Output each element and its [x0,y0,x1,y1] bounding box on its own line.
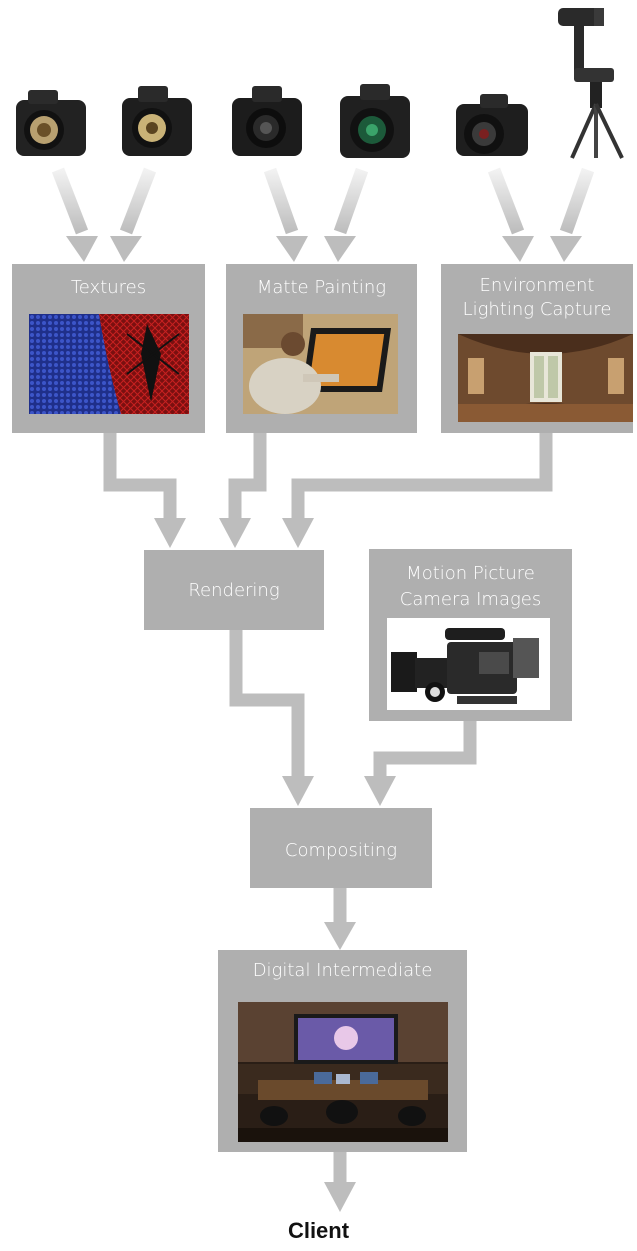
arrowhead-camera2 [110,236,142,262]
dslr-camera-icon [14,86,88,158]
arrow-motion-compositing [373,720,477,780]
arrowhead-compositing-1 [282,776,314,806]
arrow-env-rendering [291,432,553,522]
matte-painting-image [243,314,398,414]
digital-intermediate-node: Digital Intermediate [218,950,467,1152]
dslr-camera-icon [454,92,530,158]
arrowhead-client [324,1182,356,1212]
arrowhead-camera4 [324,236,356,262]
arrow-matte-rendering [228,432,267,522]
arrowhead-camera3 [276,236,308,262]
arrow-camera4-matte [333,167,369,235]
grading-suite-image [238,1002,448,1142]
rendering-node: Rendering [144,550,324,630]
compositing-label: Compositing [284,840,398,861]
arrow-camera2-textures [119,167,157,235]
compositing-node: Compositing [250,808,432,888]
arrow-textures-rendering [103,432,177,522]
arrow-camera3-matte [263,167,299,235]
arrowhead-camera1 [66,236,98,262]
arrowhead-rendering-1 [154,518,186,548]
panoramic-camera-tripod-icon [554,4,630,160]
motion-picture-node: Motion Picture Camera Images [369,549,572,721]
environment-hdri-image [458,334,633,422]
dslr-camera-icon [338,80,412,160]
arrowhead-tripod [550,236,582,262]
arrow-rendering-compositing [229,630,305,780]
environment-lighting-node: Environment Lighting Capture [441,264,633,433]
textures-label: Textures [70,277,147,298]
motion-picture-label-line2: Camera Images [399,589,542,610]
cinema-camera-image [387,618,550,710]
environment-label-line1: Environment [479,275,595,296]
textures-image [29,314,189,414]
textures-node: Textures [12,264,205,433]
environment-label-line2: Lighting Capture [462,299,612,320]
digital-intermediate-label: Digital Intermediate [252,960,433,981]
arrowhead-compositing-2 [364,776,396,806]
dslr-camera-icon [120,82,194,158]
arrowhead-rendering-2 [219,518,251,548]
arrow-camera5-env [487,167,525,235]
arrowhead-rendering-3 [282,518,314,548]
arrow-camera1-textures [51,167,89,235]
matte-painting-label: Matte Painting [256,277,387,298]
dslr-camera-icon [230,82,304,158]
arrowhead-di [324,922,356,950]
arrow-tripod-env [559,167,595,235]
matte-painting-node: Matte Painting [226,264,417,433]
client-label: Client [287,1218,350,1243]
arrowhead-camera5 [502,236,534,262]
motion-picture-label-line1: Motion Picture [406,563,535,584]
rendering-label: Rendering [188,580,280,601]
